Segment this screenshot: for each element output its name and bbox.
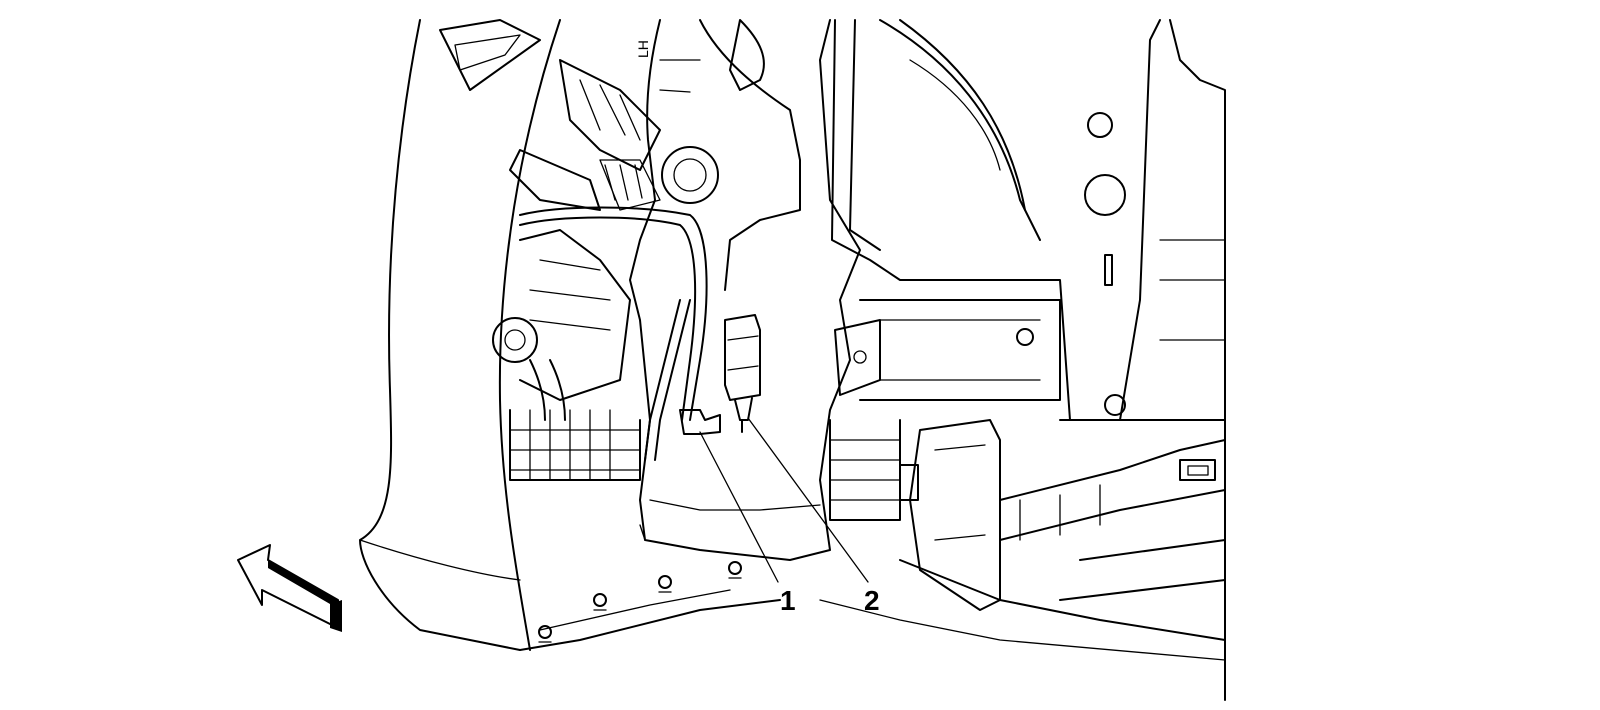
- callout-2: 2: [864, 585, 880, 616]
- washer-reservoir: [629, 19, 861, 561]
- leader-line-2: [747, 417, 869, 583]
- callout-1: 1: [780, 585, 796, 616]
- engine-bay-components: [492, 59, 719, 421]
- grille-lattice: [509, 409, 901, 521]
- wheelhouse-liner: [359, 19, 561, 651]
- callout-leaders: [699, 417, 869, 583]
- crossmember-bracket: [819, 419, 1226, 661]
- washer-pump: [724, 314, 761, 433]
- lower-fascia: [519, 561, 781, 651]
- washer-hose-connector: [679, 409, 721, 435]
- body-structure: [831, 19, 1226, 701]
- leader-line-1: [699, 431, 779, 583]
- lh-stamp: LH: [635, 40, 651, 58]
- front-direction-arrow-icon: [237, 544, 342, 632]
- washer-hoses: [519, 206, 708, 461]
